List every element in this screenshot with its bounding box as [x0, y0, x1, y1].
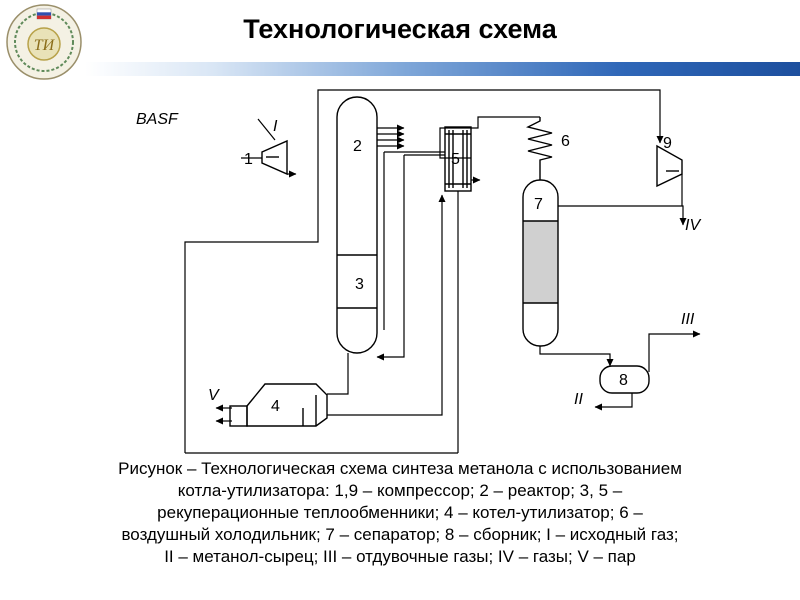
- figure-caption: Рисунок – Технологическая схема синтеза …: [60, 458, 740, 568]
- caption-line: котла-утилизатора: 1,9 – компрессор; 2 –…: [177, 481, 623, 500]
- stream-label-IV: IV: [685, 217, 701, 234]
- equipment-label-9: 9: [663, 135, 672, 152]
- equipment-label-8: 8: [619, 372, 628, 389]
- stream-label-III: III: [681, 311, 695, 328]
- compressor-9: [656, 144, 683, 188]
- collector-vessel: [599, 365, 650, 394]
- university-logo: ТИ: [6, 4, 82, 80]
- caption-line: воздушный холодильник; 7 – сепаратор; 8 …: [121, 525, 679, 544]
- process-label: BASF: [136, 111, 179, 128]
- equipment-label-1: 1: [244, 151, 253, 168]
- equipment-label-7: 7: [534, 196, 543, 213]
- caption-line: Рисунок – Технологическая схема синтеза …: [118, 459, 682, 478]
- header-gradient-bar: [85, 62, 800, 76]
- svg-text:ТИ: ТИ: [34, 37, 56, 54]
- equipment-label-4: 4: [271, 398, 280, 415]
- reactor-column: [336, 96, 378, 354]
- caption-line: рекуперационные теплообменники; 4 – коте…: [157, 503, 643, 522]
- stream-label-II: II: [574, 391, 583, 408]
- equipment-label-5: 5: [451, 151, 460, 168]
- compressor-1: [261, 139, 288, 176]
- equipment-label-3: 3: [355, 276, 364, 293]
- stream-label-I: I: [273, 118, 278, 135]
- page-title: Технологическая схема: [243, 14, 557, 44]
- air-cooler-coil: [525, 117, 553, 180]
- equipment-label-2: 2: [353, 138, 362, 155]
- equipment-label-6: 6: [561, 133, 570, 150]
- caption-line: II – метанол-сырец; III – отдувочные газ…: [164, 547, 636, 566]
- waste-heat-boiler: [229, 383, 328, 427]
- stream-label-V: V: [208, 387, 220, 404]
